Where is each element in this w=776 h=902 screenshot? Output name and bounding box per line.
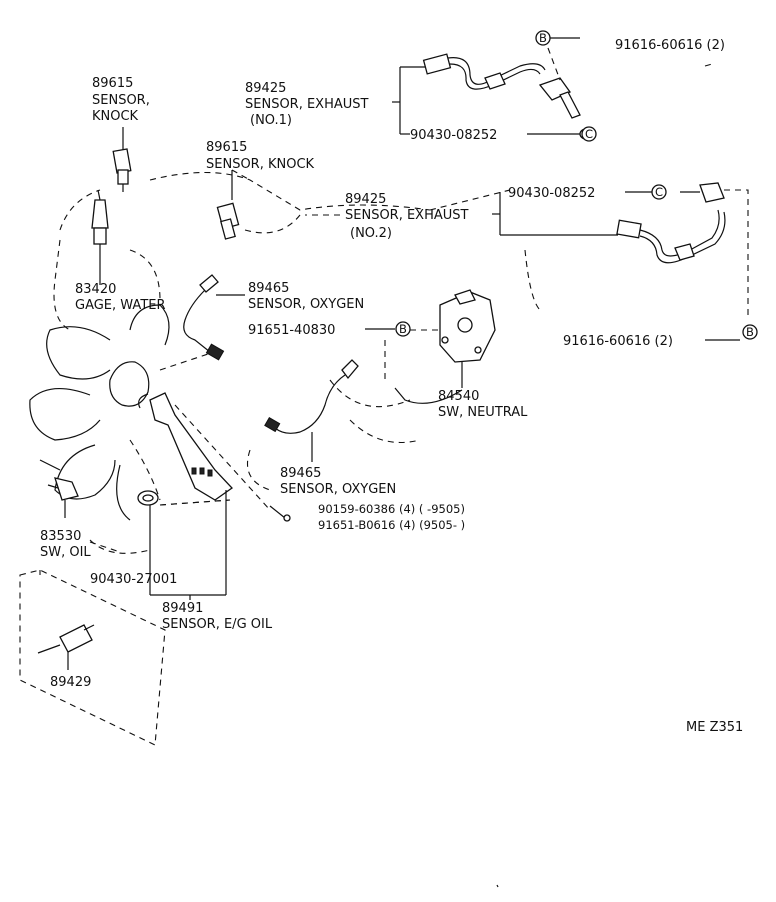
label-89425-no2-sub: (NO.2) — [350, 226, 392, 241]
marker-b-middle[interactable]: B — [395, 321, 411, 337]
label-90430-08252-right: 90430-08252 — [508, 186, 595, 201]
label-89615-left-name1: SENSOR, — [92, 93, 150, 108]
knock-sensor-left[interactable] — [112, 127, 132, 192]
svg-text:C: C — [655, 185, 663, 199]
water-gage[interactable] — [91, 189, 109, 285]
label-90159-60386: 90159-60386 (4) ( -9505) — [318, 502, 465, 516]
svg-text:B: B — [399, 322, 407, 336]
marker-c-top[interactable]: C — [581, 126, 597, 142]
oxygen-sensor-bottom[interactable] — [264, 359, 359, 462]
label-89425-no1-pn: 89425 — [245, 81, 286, 96]
sensor-89429[interactable] — [37, 624, 95, 670]
inset-box-89429 — [19, 569, 166, 746]
cooling-fan — [29, 304, 170, 521]
label-89615-left-name2: KNOCK — [92, 109, 139, 124]
label-89425-no1-name: SENSOR, EXHAUST — [245, 97, 369, 112]
label-89615-mid-name: SENSOR, KNOCK — [206, 157, 315, 172]
label-89425-no2-pn: 89425 — [345, 192, 386, 207]
svg-text:B: B — [539, 31, 547, 45]
gasket-ring[interactable] — [137, 490, 159, 572]
exhaust-sensor-no2[interactable] — [616, 182, 726, 264]
reference-code: ME Z351 — [686, 720, 743, 735]
label-84540-pn: 84540 — [438, 389, 479, 404]
engine-oil-sensor[interactable] — [138, 392, 233, 595]
marker-b-right[interactable]: B — [742, 324, 758, 340]
label-89491-name: SENSOR, E/G OIL — [162, 617, 273, 632]
label-89425-no2-name: SENSOR, EXHAUST — [345, 208, 469, 223]
label-89429-pn: 89429 — [50, 675, 91, 690]
label-89491-pn: 89491 — [162, 601, 203, 616]
label-89465-bot-name: SENSOR, OXYGEN — [280, 482, 396, 497]
marker-b-top[interactable]: B — [535, 30, 551, 46]
neutral-switch[interactable] — [439, 289, 496, 388]
label-91651-40830: 91651-40830 — [248, 323, 335, 338]
label-91616-right: 91616-60616 (2) — [563, 334, 673, 349]
knock-sensor-middle[interactable] — [216, 170, 240, 240]
label-90430-27001: 90430-27001 — [90, 572, 177, 587]
label-83420-name: GAGE, WATER — [75, 298, 166, 313]
label-91616-top: 91616-60616 (2) — [615, 38, 725, 53]
label-89465-top-name: SENSOR, OXYGEN — [248, 297, 364, 312]
oxygen-sensor-top[interactable] — [183, 274, 245, 361]
label-90430-08252-top: 90430-08252 — [410, 128, 497, 143]
label-89425-no1-sub: (NO.1) — [250, 113, 292, 128]
label-89465-bot-pn: 89465 — [280, 466, 321, 481]
bolt[interactable] — [269, 505, 291, 522]
label-89615-left-pn: 89615 — [92, 76, 133, 91]
label-83420-pn: 83420 — [75, 282, 116, 297]
label-89615-mid-pn: 89615 — [206, 140, 247, 155]
marker-c-right[interactable]: C — [651, 184, 667, 200]
oil-switch[interactable] — [47, 477, 79, 518]
svg-text:B: B — [746, 325, 754, 339]
callout-labels: 91616-60616 (2) 89425 SENSOR, EXHAUST (N… — [40, 38, 743, 735]
label-91651-b0616: 91651-B0616 (4) (9505- ) — [318, 518, 465, 532]
leader-lines — [89, 37, 749, 600]
label-84540-name: SW, NEUTRAL — [438, 405, 528, 420]
label-89465-top-pn: 89465 — [248, 281, 289, 296]
label-83530-name: SW, OIL — [40, 545, 91, 560]
svg-text:C: C — [585, 127, 593, 141]
exhaust-sensor-no1[interactable] — [422, 47, 593, 140]
label-83530-pn: 83530 — [40, 529, 81, 544]
